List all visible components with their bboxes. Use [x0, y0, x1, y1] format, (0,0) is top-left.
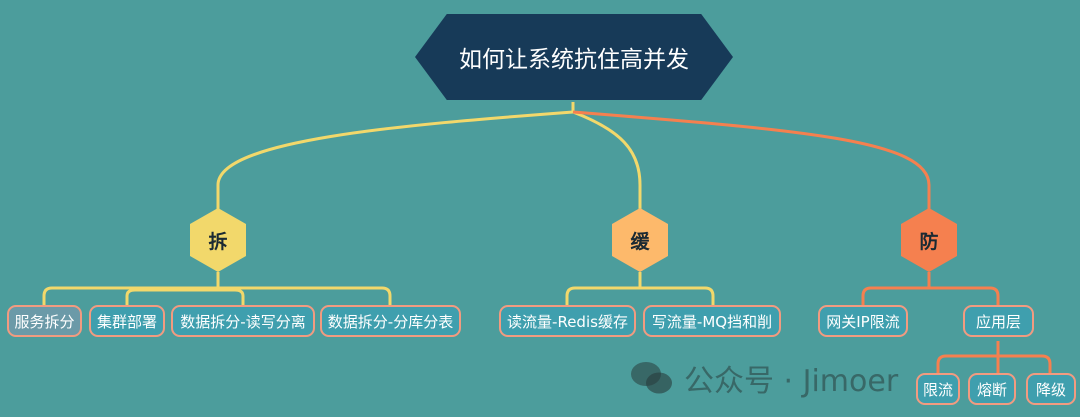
leaf-circuit-break[interactable]: 熔断	[968, 373, 1016, 405]
root-node[interactable]: 如何让系统抗住高并发	[415, 14, 733, 100]
leaf-read-write-split[interactable]: 数据拆分-读写分离	[171, 305, 315, 337]
watermark-text: 公众号 · Jimoer	[684, 364, 899, 399]
leaf-service-split[interactable]: 服务拆分	[7, 305, 82, 337]
leaf-cluster[interactable]: 集群部署	[89, 305, 165, 337]
watermark: 公众号 · Jimoer	[630, 356, 898, 400]
leaf-gateway-ip-limit[interactable]: 网关IP限流	[818, 305, 908, 337]
leaf-degrade[interactable]: 降级	[1026, 373, 1076, 405]
leaf-rate-limit[interactable]: 限流	[916, 373, 960, 405]
leaf-app-layer[interactable]: 应用层	[963, 305, 1034, 337]
wechat-icon	[631, 362, 672, 394]
leaf-write-mq[interactable]: 写流量-MQ挡和削	[643, 305, 781, 337]
leaf-read-redis[interactable]: 读流量-Redis缓存	[499, 305, 636, 337]
leaf-sharding[interactable]: 数据拆分-分库分表	[320, 305, 461, 337]
